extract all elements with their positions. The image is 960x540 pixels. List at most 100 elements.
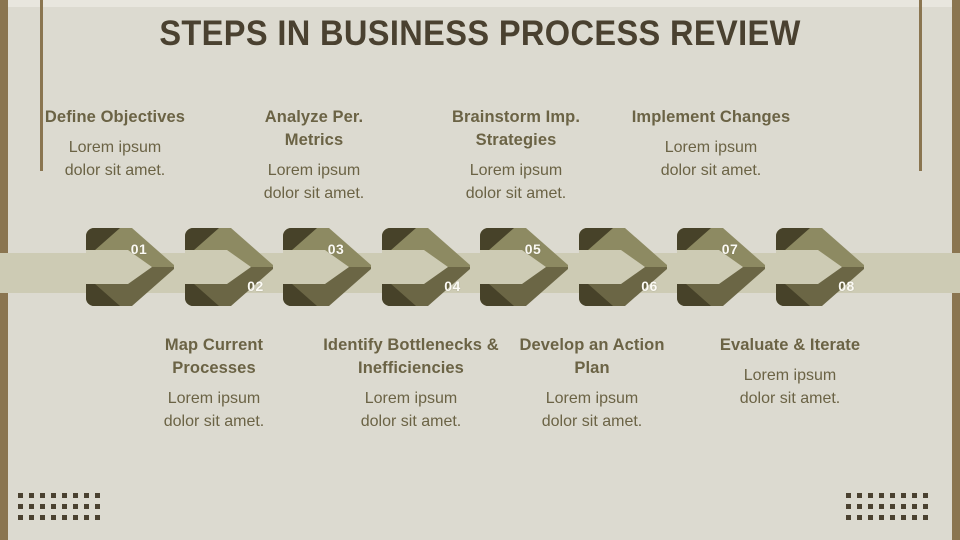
step-body-line-2: dolor sit amet. — [163, 413, 265, 430]
decorative-dot — [846, 493, 851, 498]
step-body-line-1: Lorem ipsum — [68, 139, 162, 156]
decorative-dot — [73, 493, 78, 498]
decorative-dot — [923, 493, 928, 498]
decorative-dot — [879, 515, 884, 520]
chevron-step-04[interactable]: 04 — [381, 228, 472, 306]
step-body-line-2: dolor sit amet. — [739, 390, 841, 407]
decorative-dot — [29, 515, 34, 520]
decorative-dot — [912, 493, 917, 498]
dot-grid-decoration-left — [18, 493, 106, 526]
decorative-dot — [40, 515, 45, 520]
step-body-line-1: Lorem ipsum — [664, 139, 758, 156]
decorative-dot — [95, 515, 100, 520]
step-body-line-1: Lorem ipsum — [743, 367, 837, 384]
page-title: STEPS IN BUSINESS PROCESS REVIEW — [159, 14, 801, 53]
decorative-dot — [95, 493, 100, 498]
decorative-dot — [868, 504, 873, 509]
step-heading: Identify Bottlenecks & Inefficiencies — [323, 336, 499, 377]
right-thin-rule — [919, 0, 922, 171]
decorative-dot — [51, 493, 56, 498]
decorative-dot — [857, 493, 862, 498]
decorative-dot — [901, 515, 906, 520]
decorative-dot — [62, 493, 67, 498]
step-body-text: Lorem ipsum dolor sit amet. — [631, 136, 791, 182]
chevron-step-03[interactable]: 03 — [283, 228, 373, 306]
chevron-number-07: 07 — [721, 241, 739, 257]
step-body-line-2: dolor sit amet. — [360, 413, 462, 430]
decorative-dot — [73, 504, 78, 509]
chevron-number-03: 03 — [327, 241, 345, 257]
decorative-dot — [84, 504, 89, 509]
step-body-line-1: Lorem ipsum — [545, 390, 639, 407]
step-body-line-1: Lorem ipsum — [167, 390, 261, 407]
step-body-line-1: Lorem ipsum — [267, 162, 361, 179]
step-heading: Develop an Action Plan — [519, 336, 665, 377]
decorative-dot — [95, 504, 100, 509]
chevron-number-08: 08 — [838, 278, 855, 294]
step-heading: Analyze Per. Metrics — [264, 108, 364, 149]
step-body-text: Lorem ipsum dolor sit amet. — [35, 136, 195, 182]
step-body-line-2: dolor sit amet. — [64, 162, 166, 179]
chevron-arrow-row: 01 02 03 04 05 06 07 08 — [0, 228, 960, 316]
decorative-dot — [51, 504, 56, 509]
decorative-dot — [62, 504, 67, 509]
chevron-step-02[interactable]: 02 — [184, 228, 275, 306]
chevron-step-08[interactable]: 08 — [775, 228, 866, 306]
step-body-line-1: Lorem ipsum — [364, 390, 458, 407]
decorative-dot — [923, 515, 928, 520]
step-body-line-1: Lorem ipsum — [469, 162, 563, 179]
decorative-dot — [846, 504, 851, 509]
chevron-step-06[interactable]: 06 — [578, 228, 669, 306]
decorative-dot — [18, 504, 23, 509]
decorative-dot — [890, 493, 895, 498]
decorative-dot — [62, 515, 67, 520]
chevron-number-01: 01 — [130, 241, 148, 257]
chevron-step-07[interactable]: 07 — [677, 228, 767, 306]
step-heading: Evaluate & Iterate — [719, 336, 861, 354]
chevron-number-04: 04 — [444, 278, 461, 294]
chevron-number-05: 05 — [524, 241, 542, 257]
chevron-number-02: 02 — [247, 278, 264, 294]
decorative-dot — [868, 515, 873, 520]
decorative-dot — [868, 493, 873, 498]
decorative-dot — [879, 504, 884, 509]
decorative-dot — [857, 504, 862, 509]
decorative-dot — [51, 515, 56, 520]
step-body-text: Lorem ipsum dolor sit amet. — [310, 387, 512, 433]
decorative-dot — [84, 493, 89, 498]
decorative-dot — [912, 504, 917, 509]
step-heading: Map Current Processes — [164, 336, 264, 377]
decorative-dot — [18, 515, 23, 520]
step-heading: Brainstorm Imp. Strategies — [451, 108, 581, 149]
chevron-number-06: 06 — [641, 278, 658, 294]
step-body-text: Lorem ipsum dolor sit amet. — [710, 364, 870, 410]
decorative-dot — [890, 504, 895, 509]
step-body-text: Lorem ipsum dolor sit amet. — [134, 387, 294, 433]
decorative-dot — [846, 515, 851, 520]
decorative-dot — [40, 504, 45, 509]
dot-grid-decoration-right — [846, 493, 934, 526]
decorative-dot — [84, 515, 89, 520]
decorative-dot — [923, 504, 928, 509]
decorative-dot — [901, 504, 906, 509]
left-thin-rule — [40, 0, 43, 171]
step-heading: Implement Changes — [631, 108, 791, 126]
chevron-step-01[interactable]: 01 — [86, 228, 176, 306]
chevron-step-05[interactable]: 05 — [480, 228, 570, 306]
top-strip-decoration — [0, 0, 960, 7]
decorative-dot — [18, 493, 23, 498]
step-body-line-2: dolor sit amet. — [660, 162, 762, 179]
decorative-dot — [901, 493, 906, 498]
decorative-dot — [73, 515, 78, 520]
